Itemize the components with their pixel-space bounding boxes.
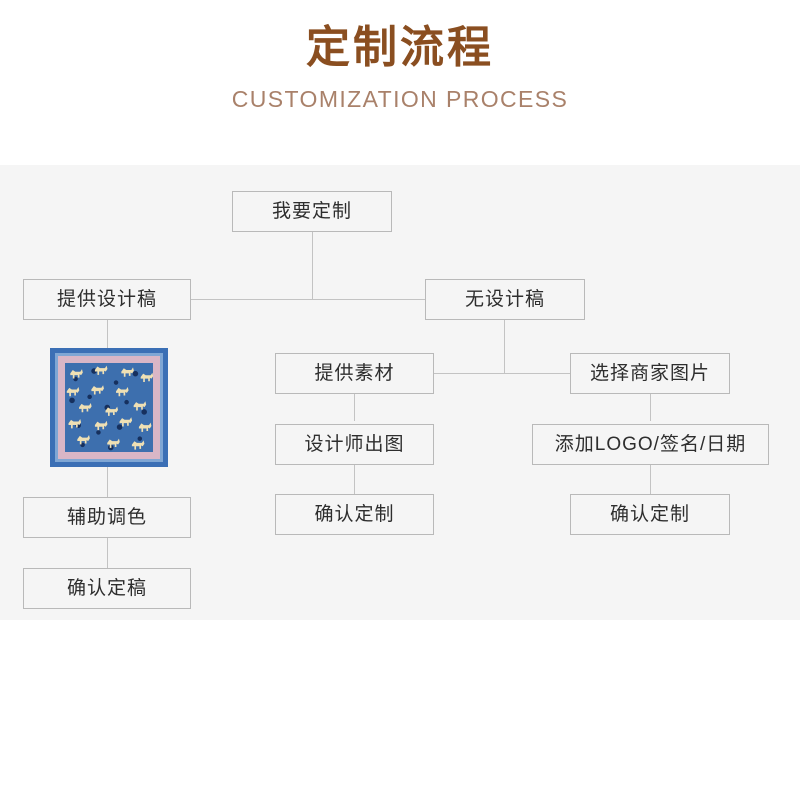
node-have-design-label: 提供设计稿 [56, 289, 157, 310]
scarf-horse-motifs [65, 363, 153, 452]
node-add-logo[interactable]: 添加LOGO/签名/日期 [532, 424, 769, 465]
connector-addlogo-down [650, 465, 651, 494]
node-no-design[interactable]: 无设计稿 [425, 279, 585, 320]
node-confirm-final[interactable]: 确认定稿 [23, 568, 191, 609]
node-designer-draft[interactable]: 设计师出图 [275, 424, 434, 465]
node-confirm-mid[interactable]: 确认定制 [275, 494, 434, 535]
connector-no-design-down [504, 320, 505, 374]
page-footer-blank [0, 620, 800, 800]
connector-designer-down [354, 465, 355, 494]
connector-thumb-down [107, 467, 108, 497]
node-add-logo-label: 添加LOGO/签名/日期 [554, 434, 747, 455]
node-confirm-final-label: 确认定稿 [66, 578, 147, 599]
node-color-assist[interactable]: 辅助调色 [23, 497, 191, 538]
connector-branch-horizontal [107, 299, 527, 300]
connector-assets-down [354, 394, 355, 421]
node-start[interactable]: 我要定制 [232, 191, 392, 232]
node-confirm-right[interactable]: 确认定制 [570, 494, 730, 535]
node-color-assist-label: 辅助调色 [66, 507, 147, 528]
page-subtitle: CUSTOMIZATION PROCESS [231, 86, 569, 112]
connector-choose-down [650, 394, 651, 421]
node-provide-assets[interactable]: 提供素材 [275, 353, 434, 394]
connector-branch2-horizontal [354, 373, 651, 374]
node-choose-image[interactable]: 选择商家图片 [570, 353, 730, 394]
node-no-design-label: 无设计稿 [464, 289, 545, 310]
node-start-label: 我要定制 [271, 201, 352, 222]
page-title: 定制流程 [306, 23, 494, 72]
node-designer-draft-label: 设计师出图 [304, 434, 405, 455]
page-header: 定制流程 CUSTOMIZATION PROCESS [0, 0, 800, 165]
node-confirm-right-label: 确认定制 [609, 504, 690, 525]
connector-color-assist-down [107, 538, 108, 568]
connector-start-down [312, 232, 313, 299]
node-confirm-mid-label: 确认定制 [314, 504, 395, 525]
connector-have-design-down [107, 320, 108, 348]
node-have-design[interactable]: 提供设计稿 [23, 279, 191, 320]
node-choose-image-label: 选择商家图片 [589, 363, 710, 384]
scarf-preview-image [50, 348, 168, 467]
node-provide-assets-label: 提供素材 [314, 363, 395, 384]
